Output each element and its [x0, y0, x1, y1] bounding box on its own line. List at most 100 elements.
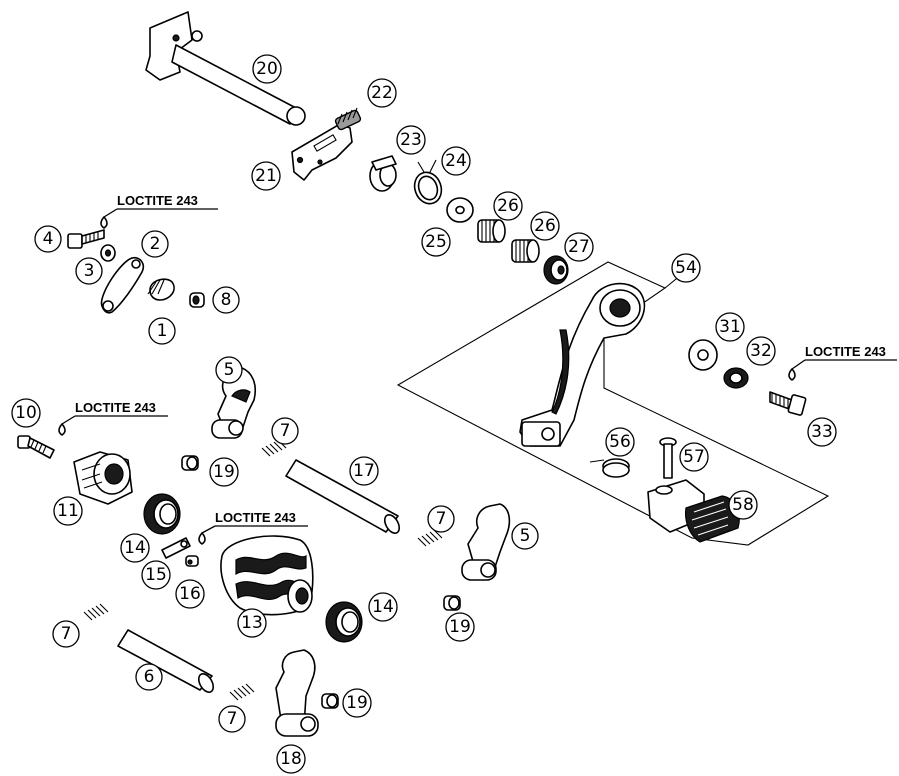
callout-3: 3 — [75, 257, 103, 285]
callout-24: 24 — [441, 146, 471, 176]
callout-58: 58 — [728, 490, 758, 520]
spring-7-middle — [417, 529, 443, 547]
svg-text:11: 11 — [57, 501, 79, 521]
callout-7-lower-left: 7 — [52, 620, 80, 648]
callout-19-upper: 19 — [209, 457, 239, 487]
loctite-note-top-left: LOCTITE 243 — [103, 193, 218, 218]
shift-drum-13 — [220, 535, 314, 616]
plate-15 — [161, 537, 191, 559]
svg-text:19: 19 — [346, 693, 368, 713]
callout-17: 17 — [349, 456, 379, 486]
needle-bearing-26b — [511, 239, 540, 263]
washer-3 — [100, 244, 116, 262]
loctite-label: LOCTITE 243 — [75, 400, 156, 415]
callout-4: 4 — [34, 225, 62, 253]
washer-31 — [688, 339, 718, 371]
loctite-note-left: LOCTITE 243 — [61, 400, 168, 425]
bushing-8 — [189, 292, 205, 308]
shift-shaft-20 — [145, 11, 306, 126]
shift-lever-54 — [519, 282, 646, 447]
callout-31: 31 — [715, 312, 745, 342]
bushing-19-middle — [443, 595, 461, 611]
svg-text:7: 7 — [280, 421, 291, 441]
spring-22 — [334, 107, 362, 131]
callout-7-bottom: 7 — [218, 705, 246, 733]
shift-tip-58 — [647, 479, 740, 543]
pin-57 — [659, 437, 677, 479]
svg-text:3: 3 — [84, 261, 95, 281]
svg-text:26: 26 — [534, 216, 556, 236]
svg-text:54: 54 — [675, 258, 697, 278]
callout-7-upper: 7 — [271, 417, 299, 445]
spring-1 — [147, 278, 175, 301]
seal-14-upper — [143, 493, 181, 535]
callout-13: 13 — [237, 608, 267, 638]
bolt-33 — [769, 391, 807, 416]
needle-bearing-26a — [477, 219, 506, 243]
svg-text:57: 57 — [683, 447, 705, 467]
svg-text:7: 7 — [436, 509, 447, 529]
svg-text:13: 13 — [241, 613, 263, 633]
shift-fork-5-upper — [211, 367, 257, 439]
callout-25: 25 — [421, 227, 451, 257]
loctite-drop-icon — [198, 532, 206, 545]
svg-text:26: 26 — [497, 196, 519, 216]
callout-5-lower: 5 — [511, 522, 539, 550]
callout-22: 22 — [367, 78, 397, 108]
callout-21: 21 — [251, 161, 281, 191]
svg-text:14: 14 — [124, 538, 146, 558]
callout-23: 23 — [396, 125, 426, 155]
callout-32: 32 — [746, 336, 776, 366]
callout-27: 27 — [564, 232, 594, 262]
seal-ring-27 — [543, 255, 569, 285]
svg-text:17: 17 — [353, 461, 375, 481]
svg-text:2: 2 — [150, 234, 161, 254]
callout-7-middle: 7 — [427, 505, 455, 533]
svg-text:24: 24 — [445, 151, 467, 171]
svg-text:27: 27 — [568, 237, 590, 257]
svg-text:56: 56 — [609, 432, 631, 452]
assembly-outline-54 — [396, 261, 830, 546]
bushing-19-bottom — [321, 693, 339, 709]
rod-6 — [117, 629, 215, 693]
bolt-4 — [67, 229, 105, 249]
svg-text:31: 31 — [719, 317, 741, 337]
loctite-label: LOCTITE 243 — [215, 510, 296, 525]
bushing-19-upper — [181, 455, 199, 471]
washer-25 — [446, 197, 474, 223]
svg-text:7: 7 — [61, 624, 72, 644]
spring-ring-56 — [589, 458, 630, 478]
shift-fork-18 — [275, 649, 319, 737]
callout-16: 16 — [175, 579, 205, 609]
callout-26a: 26 — [493, 191, 523, 221]
svg-text:19: 19 — [213, 462, 235, 482]
screw-16 — [185, 555, 199, 567]
svg-text:6: 6 — [144, 667, 155, 687]
lever-2 — [100, 256, 145, 314]
shift-fork-5-lower — [461, 503, 511, 581]
clip-23 — [369, 155, 397, 192]
plate-21 — [291, 123, 353, 181]
svg-text:1: 1 — [157, 321, 168, 341]
svg-text:58: 58 — [732, 495, 754, 515]
spring-7-lower-left — [83, 603, 109, 621]
svg-text:22: 22 — [371, 83, 393, 103]
loctite-label: LOCTITE 243 — [117, 193, 198, 208]
callout-15: 15 — [141, 560, 171, 590]
spring-7-bottom — [229, 683, 255, 701]
svg-text:21: 21 — [255, 166, 277, 186]
seal-14-lower — [325, 601, 363, 643]
callout-6: 6 — [135, 663, 163, 691]
svg-text:32: 32 — [750, 341, 772, 361]
svg-text:33: 33 — [811, 422, 833, 442]
callout-54: 54 — [671, 253, 701, 283]
callout-33: 33 — [807, 417, 837, 447]
loctite-drop-icon — [788, 368, 796, 381]
callout-18: 18 — [276, 744, 306, 774]
svg-text:14: 14 — [372, 597, 394, 617]
svg-text:5: 5 — [520, 526, 531, 546]
spring-7-upper — [261, 439, 287, 457]
svg-text:25: 25 — [425, 232, 447, 252]
svg-text:4: 4 — [43, 229, 54, 249]
callout-14-lower: 14 — [368, 592, 398, 622]
